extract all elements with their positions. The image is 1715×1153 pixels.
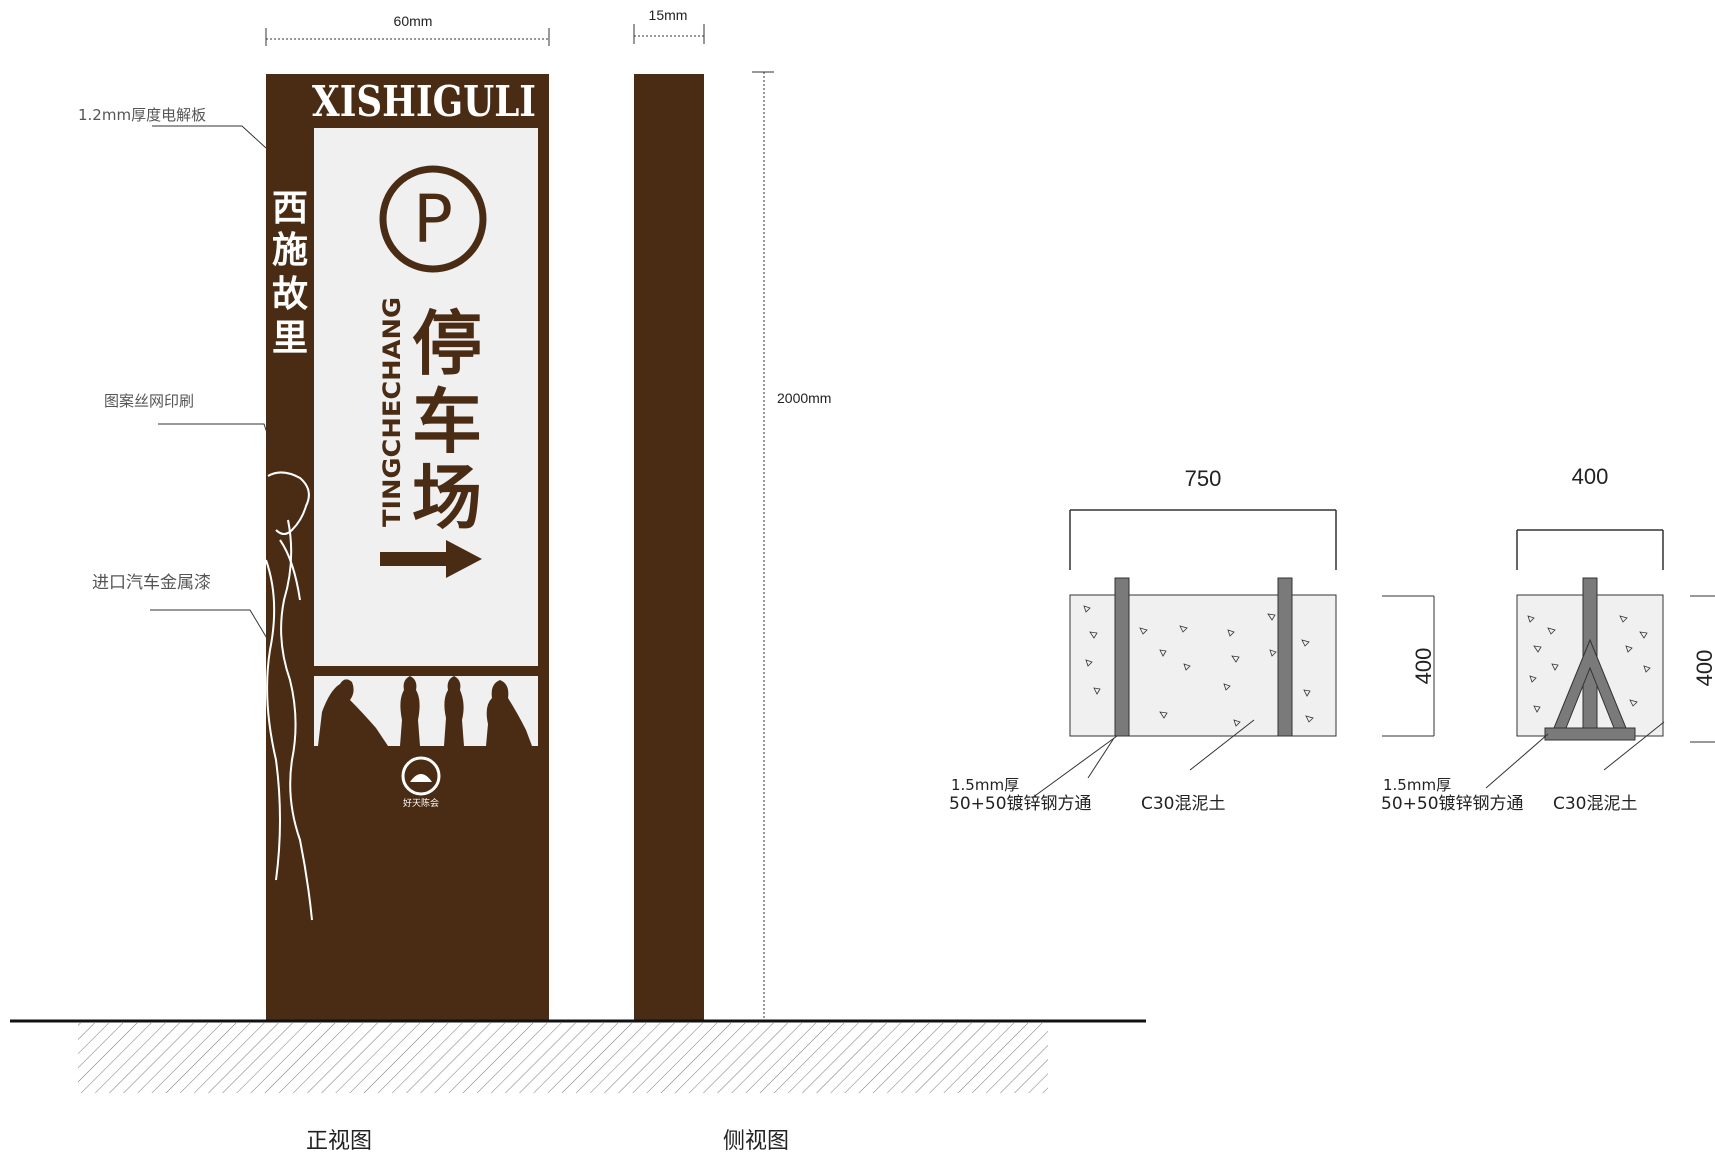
chinese-title-char: 场 <box>412 457 482 539</box>
banner-text: XISHIGULI <box>312 77 536 126</box>
aggregate-marks <box>1083 605 1314 727</box>
lady-illustration <box>265 471 313 921</box>
foundation-b-pipe-1: 1.5mm厚 <box>1383 776 1451 794</box>
height-label: 2000mm <box>777 390 831 406</box>
foundation-b: 400 400 1.5mm厚 50+50镀锌钢方通 C30混泥土 <box>1381 464 1715 814</box>
height-dimension: 2000mm <box>752 71 831 1020</box>
side-board <box>634 74 704 1020</box>
info-panel <box>314 128 538 666</box>
steel-post <box>1277 577 1293 737</box>
steel-post <box>1114 577 1130 737</box>
foundation-b-concrete-label: C30混泥土 <box>1553 794 1638 814</box>
figures-silhouettes <box>318 676 532 746</box>
foundation-a-width: 750 <box>1185 466 1222 491</box>
arrow-right-icon <box>380 540 482 578</box>
vertical-title-char: 故 <box>272 273 308 315</box>
chinese-title-char: 停 <box>412 303 482 385</box>
foundation-b-height: 400 <box>1692 650 1715 687</box>
side-view-caption: 侧视图 <box>723 1129 789 1153</box>
parking-letter: P <box>413 181 453 258</box>
foundation-a-concrete <box>1069 594 1337 737</box>
vertical-title: 西 施 故 里 <box>272 187 308 359</box>
logo: 好天陈会 <box>401 756 441 809</box>
foundation-a-pipe-1: 1.5mm厚 <box>951 776 1019 794</box>
front-width-dimension: 60mm <box>265 13 550 46</box>
chinese-title-char: 车 <box>412 381 482 463</box>
banner-strip <box>314 80 538 120</box>
side-width-label: 15mm <box>649 7 688 23</box>
aggregate-marks <box>1527 615 1651 713</box>
front-view-caption: 正视图 <box>306 1129 372 1153</box>
ground-hatch <box>78 1023 1048 1093</box>
steel-base <box>1544 727 1636 741</box>
svg-text:1.2mm厚度电解板: 1.2mm厚度电解板 <box>78 106 206 124</box>
logo-text: 好天陈会 <box>403 797 439 809</box>
vertical-title-char: 西 <box>272 187 308 229</box>
foundation-a-concrete-label: C30混泥土 <box>1141 794 1226 814</box>
foundation-b-width: 400 <box>1572 464 1609 489</box>
parking-icon <box>379 165 487 273</box>
svg-text:图案丝网印刷: 图案丝网印刷 <box>104 392 194 410</box>
annotation-paint: 进口汽车金属漆 <box>92 573 269 641</box>
foundation-a: 750 400 1.5mm厚 50+50镀锌钢方通 C30混泥土 <box>949 466 1436 814</box>
annotation-panel: 1.2mm厚度电解板 <box>78 106 267 149</box>
foundation-a-height: 400 <box>1411 648 1436 685</box>
vertical-title-char: 里 <box>272 317 308 359</box>
foundation-a-pipe-2: 50+50镀锌钢方通 <box>949 794 1092 814</box>
pinyin-text: TINGCHECHANG <box>378 297 406 527</box>
vertical-title-char: 施 <box>272 229 308 271</box>
annotation-print: 图案丝网印刷 <box>104 392 273 449</box>
chinese-title: 停 车 场 <box>412 303 482 539</box>
svg-text:进口汽车金属漆: 进口汽车金属漆 <box>92 573 211 593</box>
front-width-label: 60mm <box>394 13 433 29</box>
foundation-b-pipe-2: 50+50镀锌钢方通 <box>1381 794 1524 814</box>
side-width-dimension: 15mm <box>633 7 705 44</box>
